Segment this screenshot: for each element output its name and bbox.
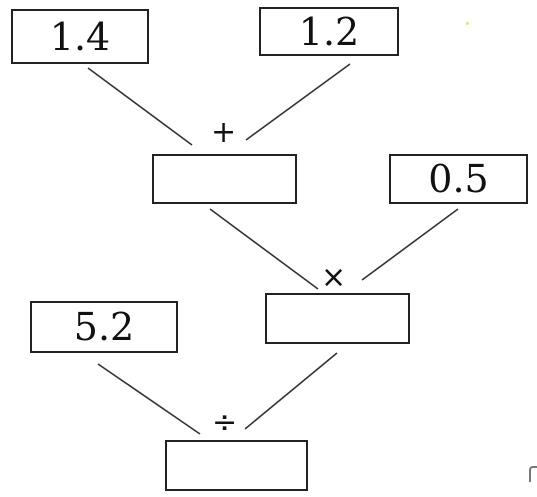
- add-operator: +: [211, 115, 237, 150]
- sum-result-box[interactable]: [152, 154, 297, 204]
- value-box-1-4: 1.4: [11, 9, 149, 64]
- connector-1-4-to-sum: [87, 67, 193, 146]
- quotient-result-box[interactable]: [165, 440, 308, 491]
- connector-0-5-to-product: [361, 208, 459, 281]
- product-result-box[interactable]: [265, 293, 410, 344]
- multiply-operator: ×: [321, 260, 347, 295]
- value-box-0-5: 0.5: [389, 154, 528, 204]
- connector-1-2-to-sum: [245, 63, 351, 141]
- value-text-1-4: 1.4: [49, 14, 111, 59]
- divide-operator: ÷: [212, 405, 238, 440]
- value-box-5-2: 5.2: [30, 301, 178, 353]
- connector-5-2-to-quotient: [97, 363, 201, 435]
- connector-sum-to-product: [209, 208, 319, 290]
- scan-speck: [466, 22, 469, 25]
- connector-product-to-quotient: [244, 352, 338, 430]
- value-text-0-5: 0.5: [428, 157, 489, 201]
- value-text-1-2: 1.2: [298, 9, 360, 54]
- scan-edge-mark: [529, 466, 537, 482]
- value-box-1-2: 1.2: [259, 7, 399, 56]
- value-text-5-2: 5.2: [73, 305, 135, 349]
